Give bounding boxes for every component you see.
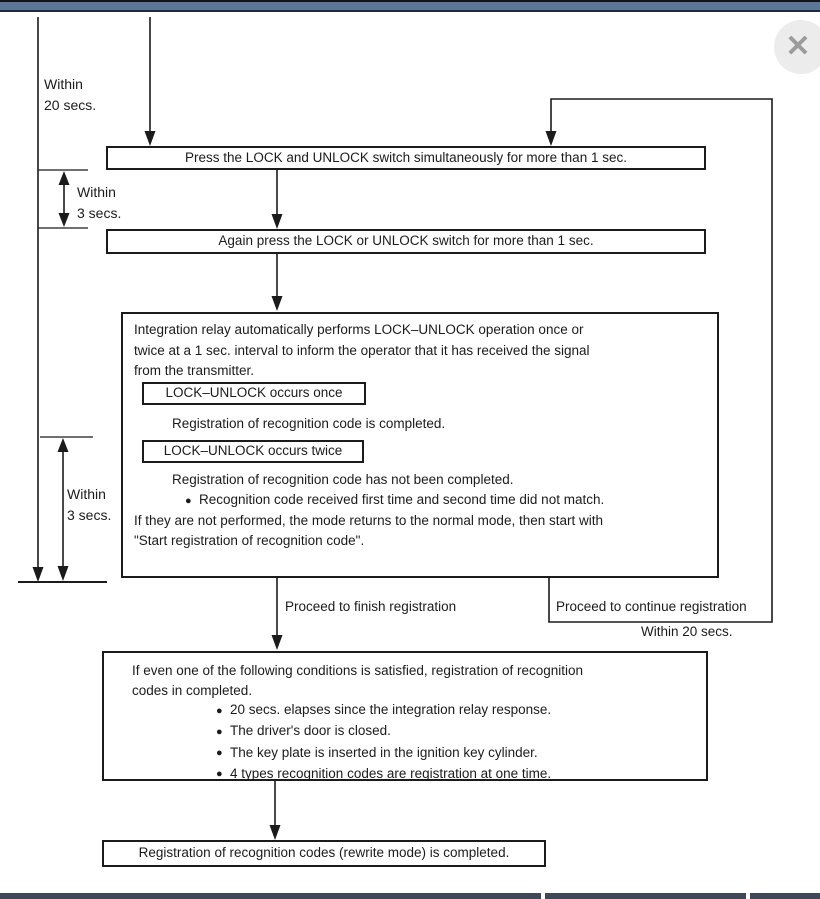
text-line: Integration relay automatically performs…	[134, 322, 584, 337]
box-lock-unlock-twice: LOCK–UNLOCK occurs twice	[142, 440, 364, 463]
conditions-bullet-list: ● 20 secs. elapses since the integration …	[216, 700, 551, 785]
relay-intro-text: Integration relay automatically performs…	[134, 320, 590, 382]
left-20sec-span-line	[18, 17, 107, 583]
condition-item: ● The driver's door is closed.	[216, 721, 551, 742]
label-within-3-secs-lower: Within 3 secs.	[67, 484, 111, 526]
box-integration-relay: Integration relay automatically performs…	[121, 312, 719, 578]
label-within-3-secs-upper: Within 3 secs.	[77, 182, 121, 224]
arrow-step2-relay	[271, 254, 283, 311]
box-completion-conditions: If even one of the following conditions …	[102, 651, 708, 781]
label-within-20-secs-left: Within 20 secs.	[44, 74, 96, 116]
bullet-icon: ●	[216, 747, 223, 760]
bottom-bar-segment	[0, 893, 541, 899]
bottom-bar-segment	[750, 893, 820, 899]
label-line: 3 secs.	[67, 507, 112, 523]
label-line: 20 secs.	[44, 97, 97, 113]
condition-item: ● 4 types recognition codes are registrat…	[216, 764, 551, 785]
text-line: If even one of the following conditions …	[132, 663, 584, 678]
label-within-20-secs-right: Within 20 secs.	[641, 624, 733, 639]
arrow-relay-conditions	[271, 578, 283, 650]
once-result-text: Registration of recognition code is comp…	[172, 416, 446, 431]
relay-note-line: "Start registration of recognition code"…	[134, 533, 365, 548]
box-again-press: Again press the LOCK or UNLOCK switch fo…	[106, 229, 706, 254]
label-line: 3 secs.	[77, 205, 122, 221]
box-press-lock-unlock: Press the LOCK and UNLOCK switch simulta…	[106, 146, 706, 170]
text-line: twice at a 1 sec. interval to inform the…	[134, 342, 590, 358]
lower-3sec-span	[40, 436, 93, 581]
text-line: from the transmitter.	[134, 363, 255, 378]
label-line: Within	[44, 76, 83, 92]
text-line: Recognition code received first time and…	[199, 492, 605, 507]
conditions-intro-text: If even one of the following conditions …	[132, 661, 583, 701]
bullet-icon: ●	[185, 494, 192, 507]
bullet-icon: ●	[216, 725, 223, 738]
text-line: 20 secs. elapses since the integration r…	[230, 702, 552, 717]
continue-registration-loop	[545, 98, 773, 623]
text-line: The key plate is inserted in the ignitio…	[230, 744, 538, 760]
relay-note-line: If they are not performed, the mode retu…	[134, 513, 603, 528]
twice-result-text: Registration of recognition code has not…	[172, 472, 514, 487]
box-registration-completed: Registration of recognition codes (rewri…	[102, 840, 546, 867]
bullet-icon: ●	[216, 704, 223, 717]
arrow-conditions-final	[269, 781, 281, 840]
label-proceed-finish: Proceed to finish registration	[285, 599, 457, 614]
arrow-step1-step2	[271, 170, 283, 229]
close-button[interactable]: ✕	[774, 20, 820, 74]
box-lock-unlock-once: LOCK–UNLOCK occurs once	[142, 382, 366, 405]
entry-arrow	[144, 17, 156, 146]
label-proceed-continue: Proceed to continue registration	[556, 599, 747, 614]
text-line: codes in completed.	[132, 683, 253, 698]
top-window-bar	[0, 0, 820, 12]
label-line: Within	[67, 486, 106, 502]
upper-3sec-span	[38, 169, 88, 229]
text-line: The driver's door is closed.	[230, 723, 391, 739]
label-line: Within	[77, 184, 116, 200]
condition-item: ● The key plate is inserted in the igniti…	[216, 743, 551, 764]
bullet-icon: ●	[216, 768, 223, 781]
twice-detail-text: ● Recognition code received first time an…	[185, 492, 604, 508]
text-line: 4 types recognition codes are registrati…	[230, 765, 552, 781]
close-icon: ✕	[785, 30, 811, 63]
bottom-bar-segment	[545, 893, 746, 899]
condition-item: ● 20 secs. elapses since the integration …	[216, 700, 551, 721]
